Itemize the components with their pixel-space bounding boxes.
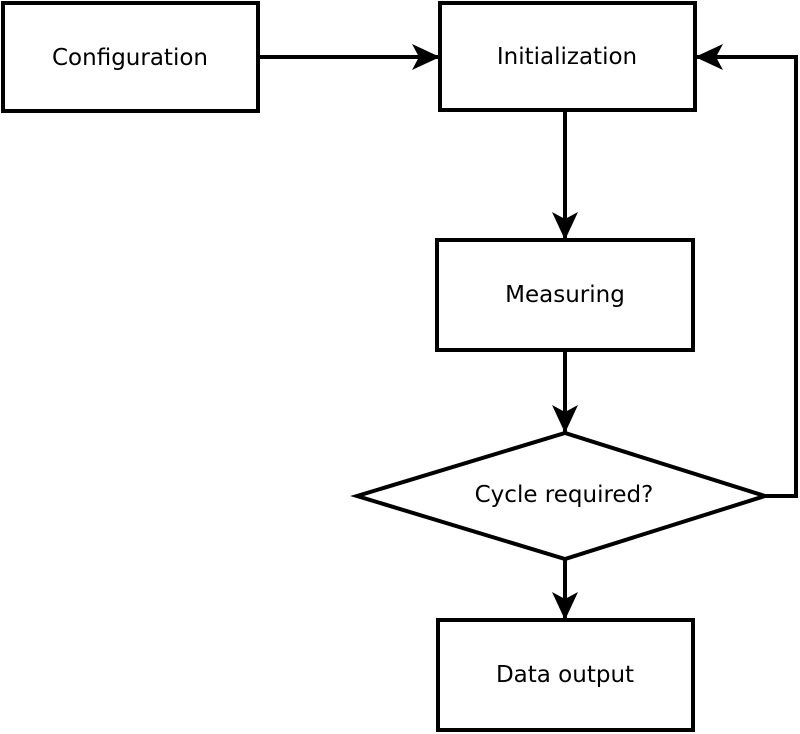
- measuring-label: Measuring: [505, 282, 625, 308]
- node-initialization: Initialization: [438, 1, 697, 112]
- node-cycle-required: Cycle required?: [350, 430, 772, 562]
- configuration-label: Configuration: [52, 45, 208, 71]
- initialization-label: Initialization: [497, 44, 637, 70]
- edge-cycle-required-loop-to-initialization: [695, 44, 798, 498]
- node-configuration: Configuration: [1, 1, 260, 113]
- cycle-required-diamond: [350, 430, 772, 562]
- node-data-output: Data output: [436, 618, 695, 732]
- measuring-box: [435, 238, 695, 352]
- data-output-label: Data output: [496, 662, 634, 688]
- node-measuring: Measuring: [435, 238, 695, 352]
- initialization-box: [438, 1, 697, 112]
- edges-layer: [258, 44, 798, 620]
- cycle-required-label: Cycle required?: [475, 482, 654, 508]
- configuration-box: [1, 1, 260, 113]
- data-output-box: [436, 618, 695, 732]
